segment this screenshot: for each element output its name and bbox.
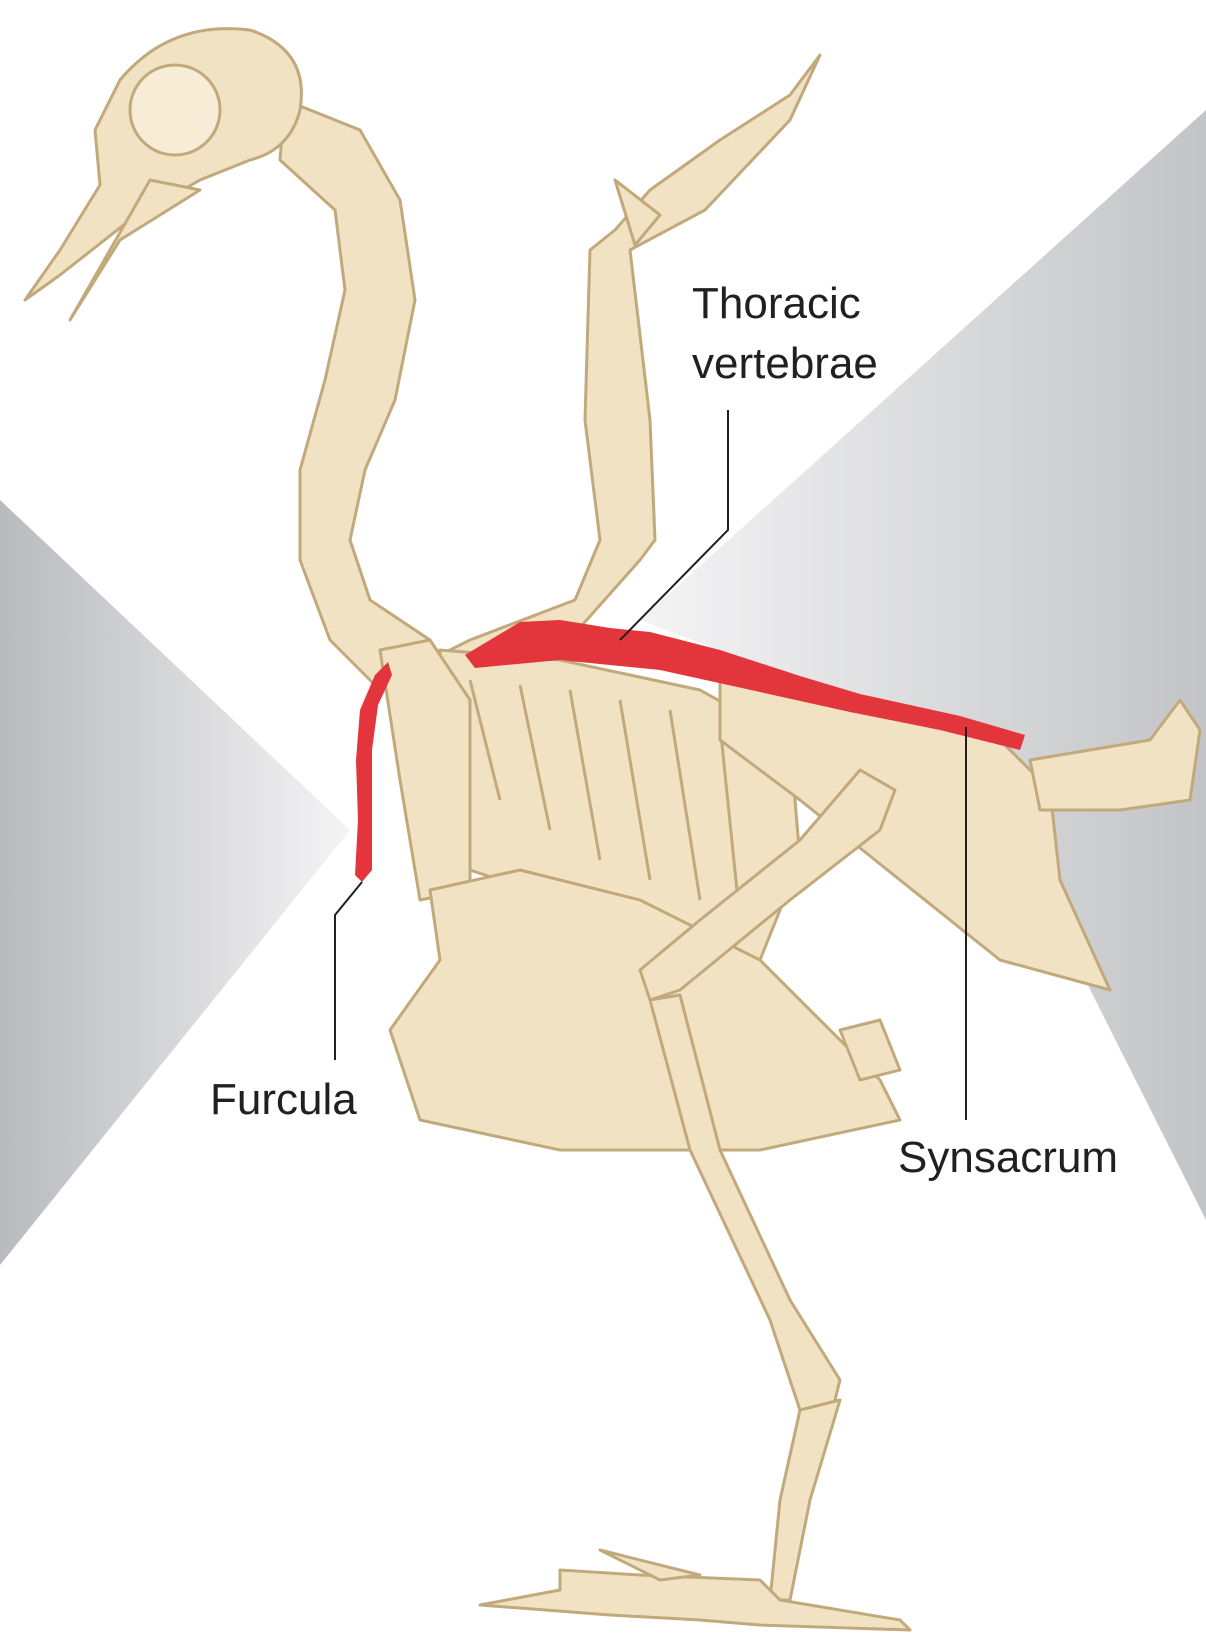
foot: [480, 1570, 910, 1630]
synsacrum-label: Synsacrum: [898, 1130, 1118, 1186]
coracoid: [380, 640, 470, 900]
tarsometatarsus: [770, 1400, 840, 1600]
sternum-keel: [390, 870, 900, 1150]
thoracic-label-line1: Thoracic: [692, 276, 861, 332]
furcula-label: Furcula: [210, 1072, 357, 1128]
furcula-leader-line: [335, 882, 362, 1060]
left-shadow-wedge: [0, 500, 350, 1265]
neck-vertebrae: [280, 100, 430, 690]
thoracic-label-line2: vertebrae: [692, 336, 878, 392]
